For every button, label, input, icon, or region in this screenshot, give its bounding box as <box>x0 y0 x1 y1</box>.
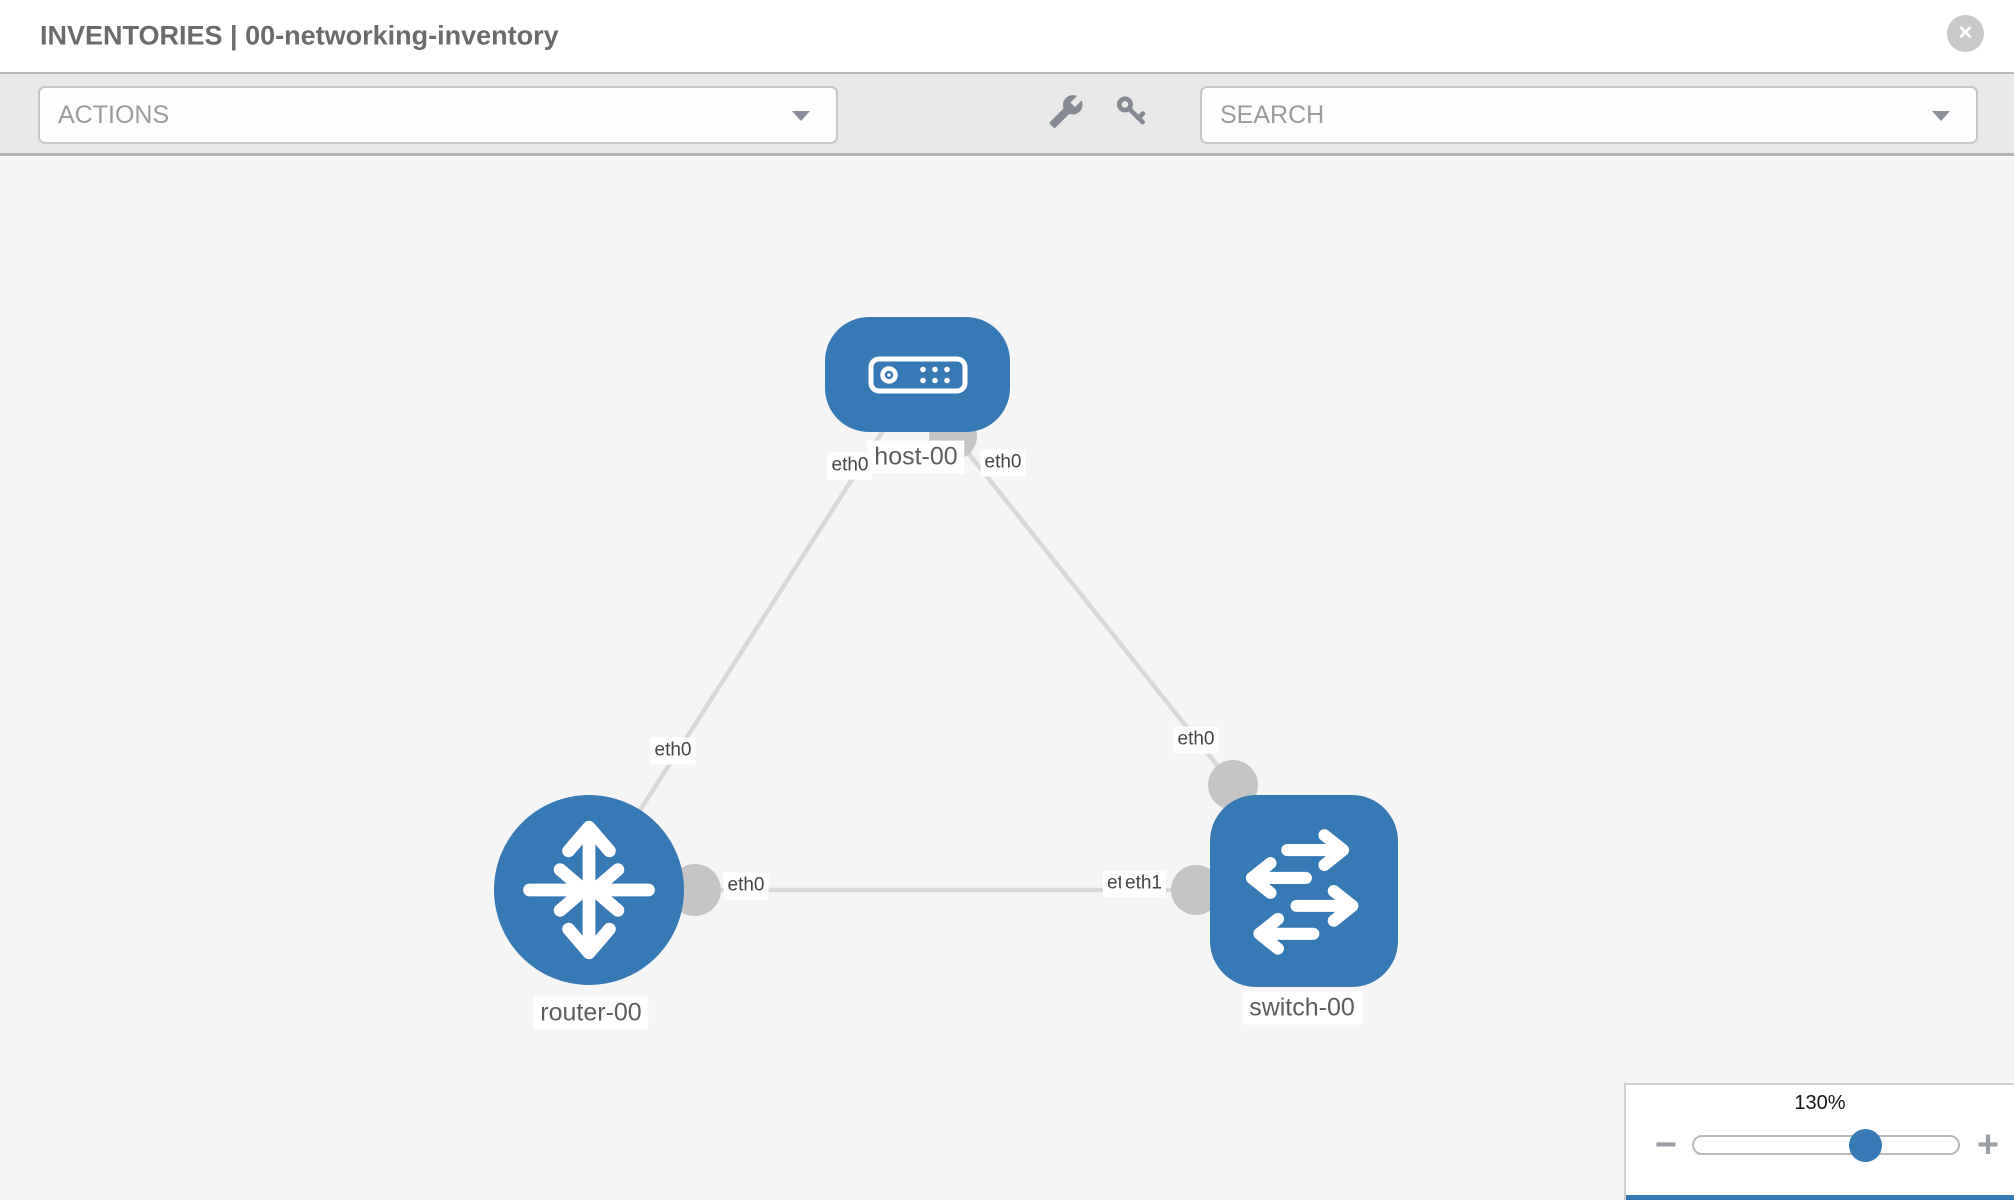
interface-label-host-eth0-left: eth0 <box>827 452 873 480</box>
key-icon[interactable] <box>1112 91 1152 136</box>
node-switch[interactable] <box>1210 795 1398 987</box>
interface-label-switch-eth0-top: eth0 <box>1173 726 1219 754</box>
chevron-down-icon <box>792 111 810 121</box>
chevron-down-icon <box>1932 111 1950 121</box>
zoom-out-button[interactable]: − <box>1654 1124 1678 1166</box>
router-crossed-arrows-icon <box>523 820 655 960</box>
switch-exchange-arrows-icon <box>1245 829 1359 955</box>
page-title: INVENTORIES | 00-networking-inventory <box>40 20 559 51</box>
close-icon[interactable]: ✕ <box>1947 15 1984 52</box>
node-label-host: host-00 <box>867 440 965 474</box>
node-label-switch: switch-00 <box>1242 991 1362 1025</box>
interface-label-host-eth0-right: eth0 <box>980 449 1026 477</box>
topology-canvas[interactable] <box>0 157 2014 1200</box>
interface-label-switch-eth1: eth1 <box>1121 870 1166 898</box>
zoom-panel: 130% − + <box>1624 1083 2014 1200</box>
actions-dropdown-value: ACTIONS <box>58 100 170 129</box>
bottom-accent-strip <box>1626 1195 2014 1200</box>
interface-label-router-eth0: eth0 <box>723 872 769 900</box>
search-dropdown-value: SEARCH <box>1220 100 1325 129</box>
node-router[interactable] <box>494 795 684 985</box>
zoom-slider-track[interactable] <box>1692 1135 1960 1155</box>
interface-label-router-eth0-uplink: eth0 <box>650 737 696 765</box>
interface-circle-switch-left <box>1171 865 1221 915</box>
zoom-slider-handle[interactable] <box>1849 1129 1882 1162</box>
toolbar: ACTIONS SEARCH <box>0 72 2014 156</box>
zoom-level-label: 130% <box>1794 1092 1846 1114</box>
search-dropdown[interactable]: SEARCH <box>1200 86 1978 144</box>
zoom-in-button[interactable]: + <box>1976 1124 2000 1166</box>
server-icon <box>868 356 967 393</box>
actions-dropdown[interactable]: ACTIONS <box>38 86 838 144</box>
wrench-icon[interactable] <box>1048 93 1084 134</box>
link-host-switch[interactable] <box>951 432 1235 787</box>
node-host[interactable] <box>825 317 1010 432</box>
node-label-router: router-00 <box>533 996 649 1030</box>
header: INVENTORIES | 00-networking-inventory ✕ <box>0 0 2014 72</box>
